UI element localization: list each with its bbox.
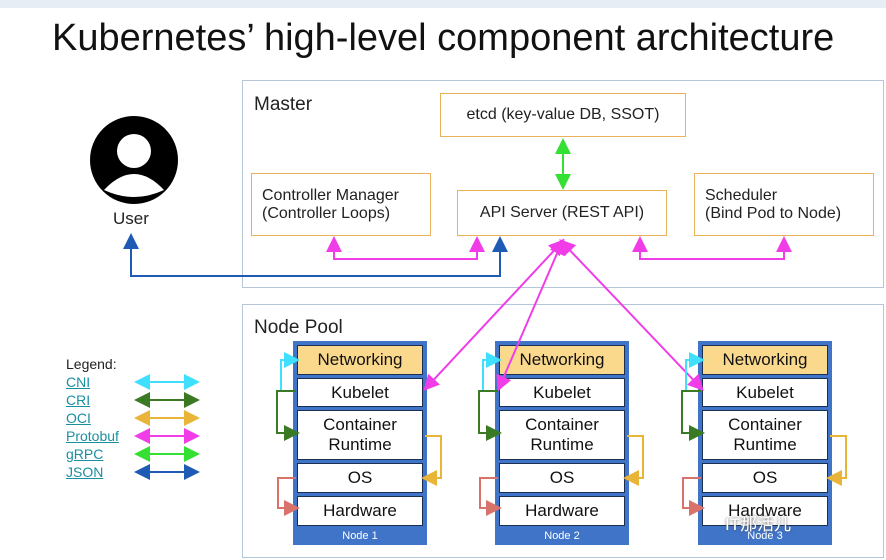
hardware-label: Hardware [323, 501, 397, 521]
watermark: IT那活儿 [725, 515, 792, 534]
api-server-box: API Server (REST API) [457, 190, 667, 236]
kubelet-layer: Kubelet [702, 378, 828, 407]
kubelet-label: Kubelet [331, 382, 389, 402]
networking-label: Networking [317, 350, 403, 370]
legend-json[interactable]: JSON [66, 464, 104, 480]
page-title: Kubernetes’ high-level component archite… [52, 17, 835, 59]
kubelet-layer: Kubelet [297, 378, 423, 407]
controller-manager-box: Controller Manager (Controller Loops) [251, 173, 431, 236]
node-name: Node 3 [747, 530, 783, 542]
controller-manager-subtitle: (Controller Loops) [262, 204, 391, 222]
hardware-layer: Hardware [297, 496, 423, 526]
legend-title: Legend: [66, 356, 117, 372]
node-name: Node 2 [544, 530, 580, 542]
hardware-layer: Hardware [499, 496, 625, 526]
hardware-layer: Hardware [702, 496, 828, 526]
master-label: Master [254, 94, 313, 115]
runtime-label-1: Container [525, 415, 599, 435]
node-name: Node 1 [342, 530, 378, 542]
kubelet-label: Kubelet [736, 382, 794, 402]
networking-layer: Networking [702, 345, 828, 375]
hardware-label: Hardware [728, 501, 802, 521]
runtime-label-1: Container [728, 415, 802, 435]
runtime-label-2: Runtime [328, 435, 392, 454]
controller-manager-title: Controller Manager [262, 186, 399, 204]
legend-protobuf[interactable]: Protobuf [66, 428, 119, 444]
networking-label: Networking [519, 350, 605, 370]
hardware-label: Hardware [525, 501, 599, 521]
legend-cri[interactable]: CRI [66, 392, 91, 408]
legend-grpc[interactable]: gRPC [66, 446, 104, 462]
node-pool-label: Node Pool [254, 317, 343, 338]
etcd-label: etcd (key-value DB, SSOT) [466, 106, 660, 123]
legend-oci[interactable]: OCI [66, 410, 91, 426]
os-layer: OS [702, 463, 828, 493]
os-label: OS [752, 468, 778, 488]
runtime-label-1: Container [323, 415, 397, 435]
scheduler-title: Scheduler [705, 186, 778, 204]
networking-layer: Networking [499, 345, 625, 375]
kubelet-layer: Kubelet [499, 378, 625, 407]
os-layer: OS [297, 463, 423, 493]
kubelet-label: Kubelet [533, 382, 591, 402]
os-layer: OS [499, 463, 625, 493]
runtime-label-2: Runtime [530, 435, 594, 454]
runtime-label-2: Runtime [733, 435, 797, 454]
legend-cni[interactable]: CNI [66, 374, 91, 390]
networking-label: Networking [722, 350, 808, 370]
user-label: User [113, 209, 149, 228]
top-bar [0, 0, 886, 8]
api-server-label: API Server (REST API) [479, 204, 645, 221]
scheduler-subtitle: (Bind Pod to Node) [705, 204, 842, 222]
networking-layer: Networking [297, 345, 423, 375]
etcd-box: etcd (key-value DB, SSOT) [440, 93, 686, 137]
os-label: OS [347, 468, 373, 488]
os-label: OS [549, 468, 575, 488]
scheduler-box: Scheduler (Bind Pod to Node) [694, 173, 874, 236]
